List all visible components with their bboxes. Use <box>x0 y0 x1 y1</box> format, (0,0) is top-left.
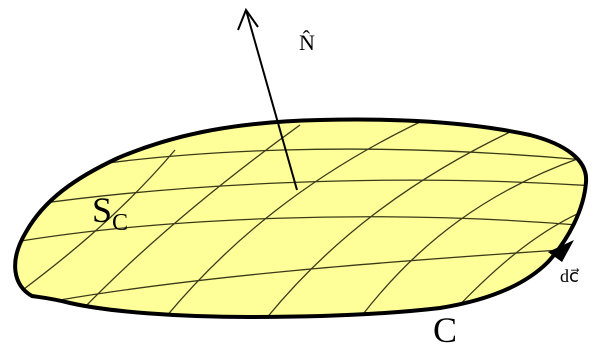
grid-line <box>29 179 587 206</box>
normal-vector-shaft <box>245 9 298 191</box>
grid-line <box>359 157 581 317</box>
grid-line <box>19 149 176 293</box>
surface-grid <box>15 121 587 317</box>
arrow-up-icon <box>237 7 298 191</box>
arrow-right-icon <box>548 240 574 262</box>
surface-label-subscript: C <box>112 210 128 236</box>
curve-label: C <box>433 310 457 348</box>
grid-line <box>164 121 421 317</box>
surface-label-main: S <box>92 190 112 230</box>
grid-line <box>264 131 511 317</box>
grid-line <box>15 216 587 243</box>
grid-line <box>79 124 301 313</box>
normal-vector-label: N̂ <box>299 30 315 55</box>
surface-label: SC <box>92 190 128 236</box>
line-element-label: dc⃗ <box>560 266 579 286</box>
grid-line <box>59 249 561 301</box>
boundary-curve <box>13 117 589 319</box>
normal-vector-head <box>237 7 259 31</box>
